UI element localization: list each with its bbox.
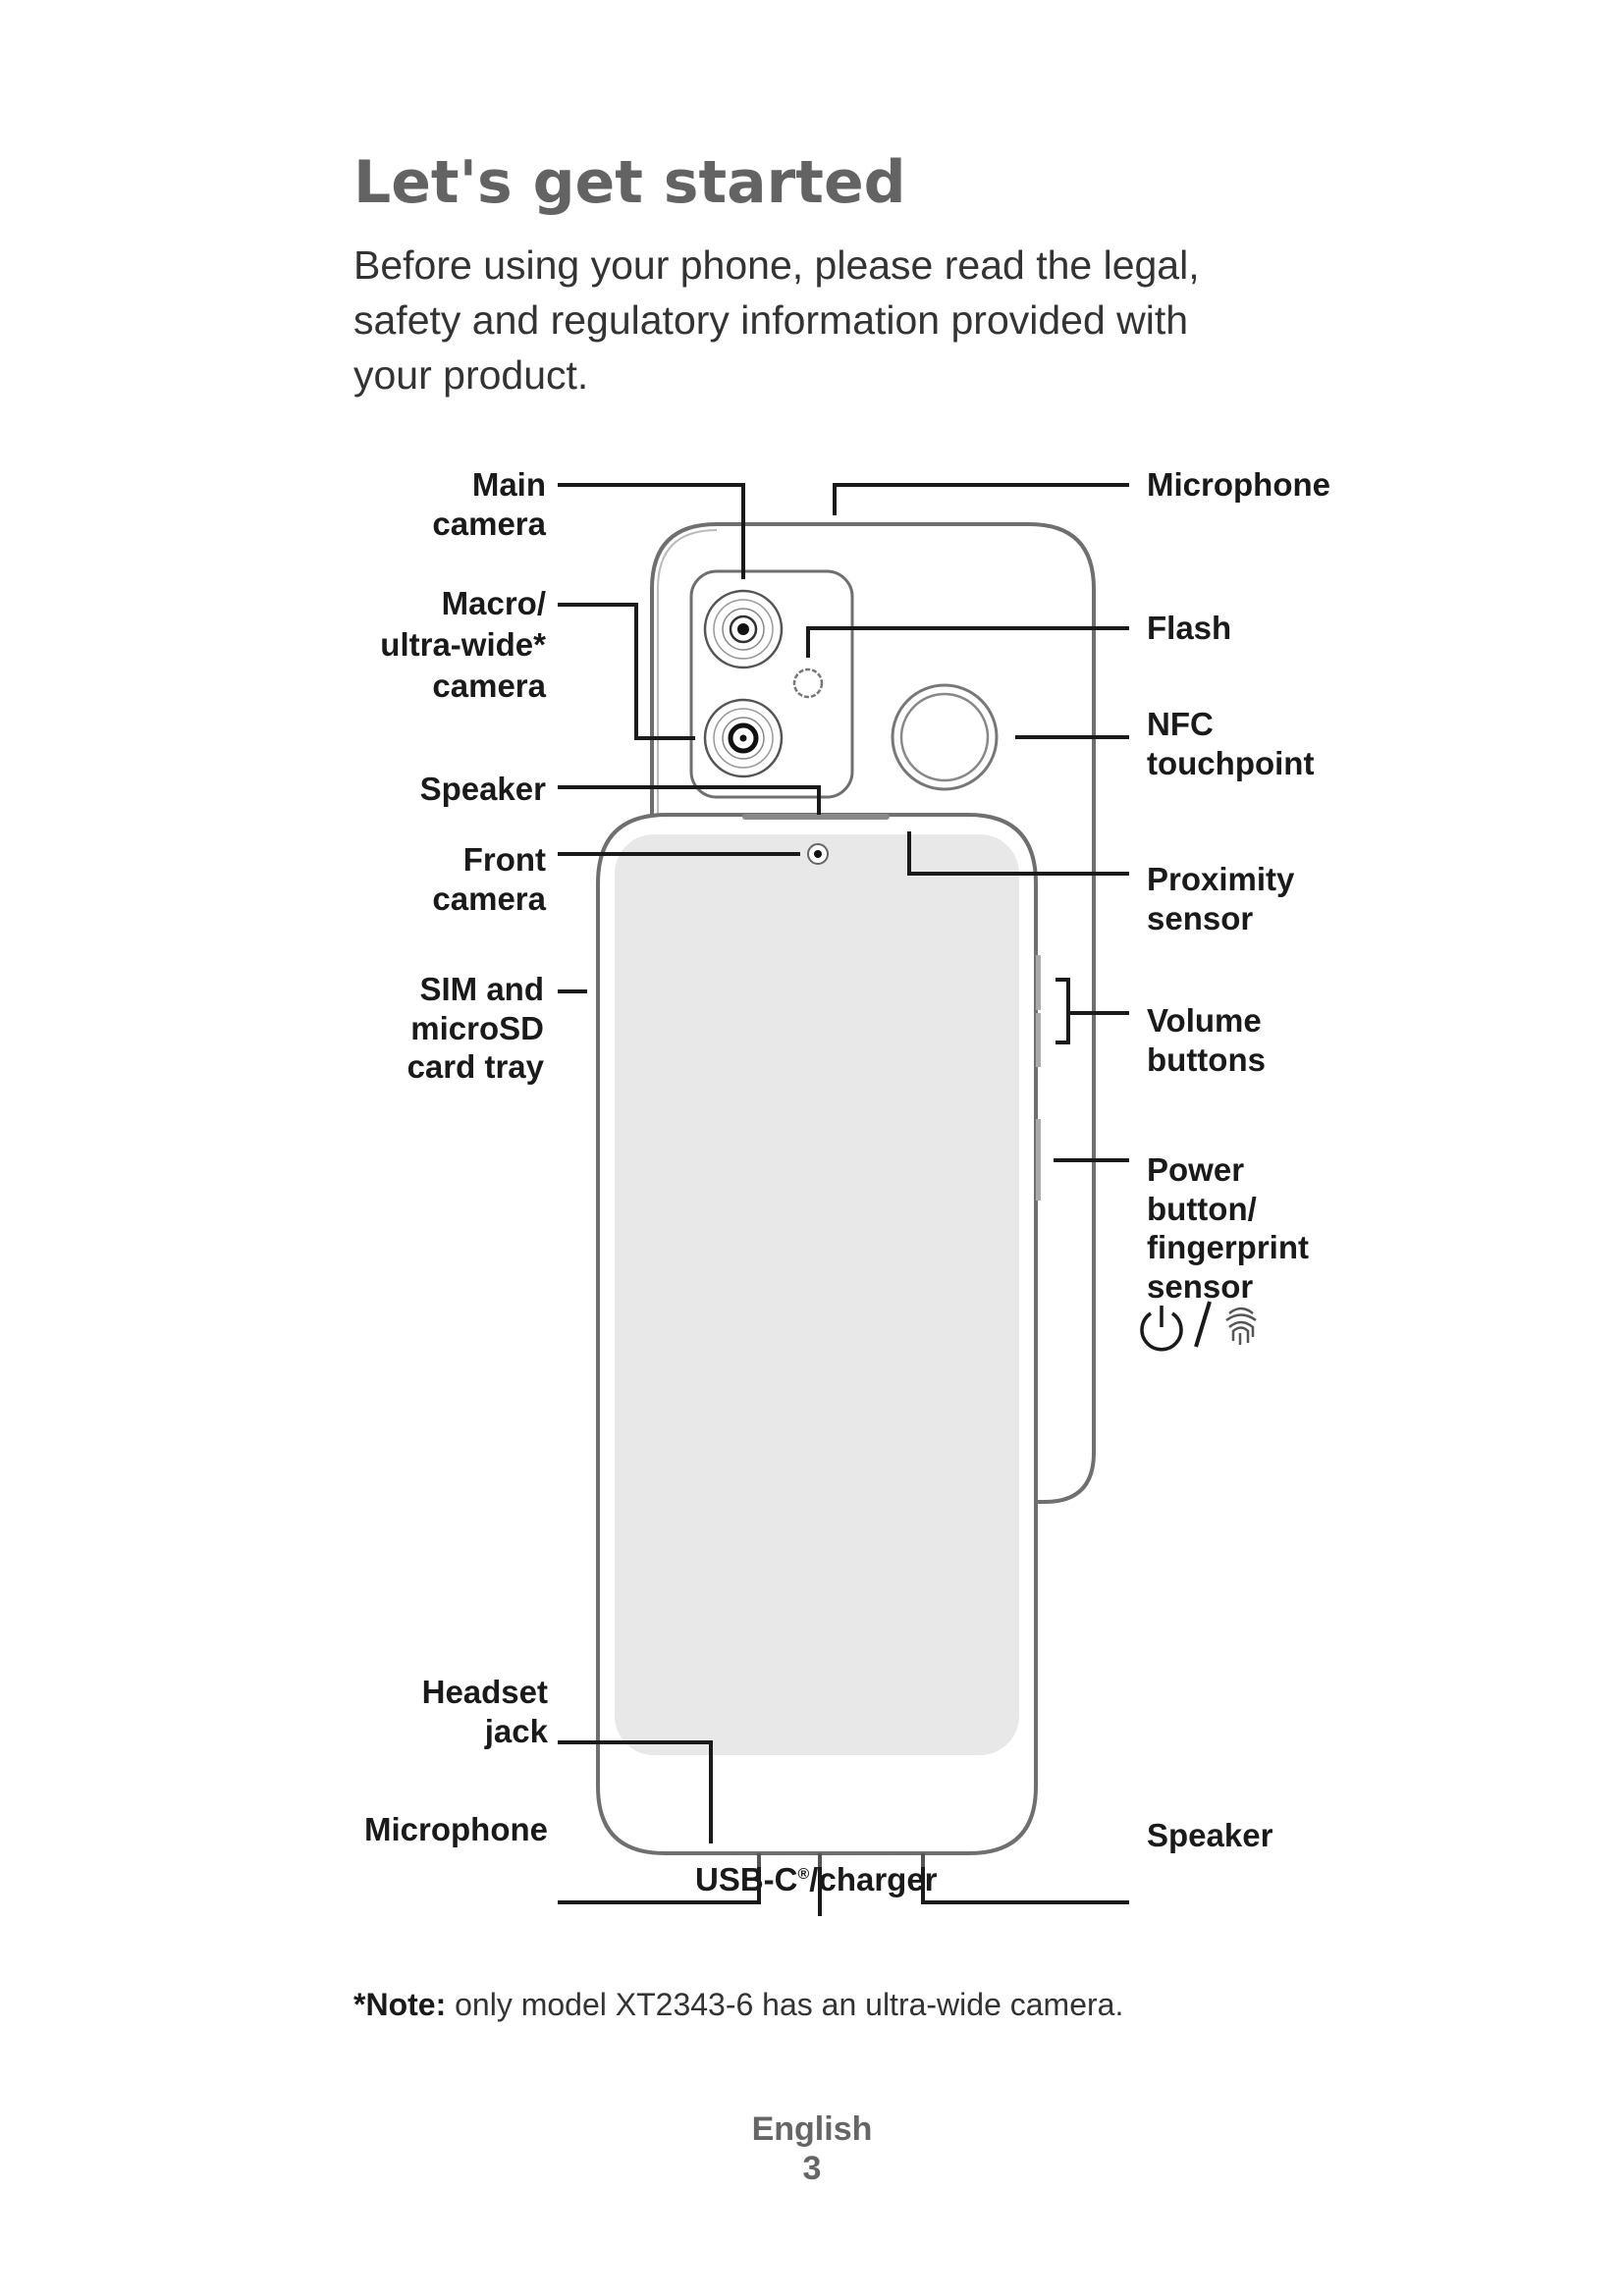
page-title: Let's get started [353, 148, 906, 217]
label-usb-charger: USB-C®/charger [695, 1861, 938, 1897]
label-proximity: Proximity sensor [1147, 861, 1295, 936]
leader-volume-bracket [1056, 978, 1070, 1044]
footer-language: English [751, 2110, 873, 2148]
leader-bottom-mic [558, 1867, 761, 1904]
leader-headset-jack [558, 1740, 713, 1843]
volume-button-up [1036, 955, 1041, 1010]
footnote: *Note: only model XT2343-6 has an ultra-… [353, 1987, 1123, 2023]
flash [792, 667, 824, 699]
label-nfc: NFC touchpoint [1147, 706, 1315, 781]
label-bottom-speaker: Speaker [1147, 1817, 1273, 1853]
intro-line: safety and regulatory information provid… [353, 297, 1189, 343]
intro-line: Before using your phone, please read the… [353, 242, 1200, 288]
volume-button-down [1036, 1013, 1041, 1067]
intro-line: your product. [353, 352, 589, 398]
label-headset-jack: Headset jack [421, 1674, 548, 1749]
main-camera-lens [703, 589, 784, 669]
intro-paragraph: Before using your phone, please read the… [353, 238, 1434, 402]
label-power: Power button/ fingerprint sensor [1147, 1151, 1309, 1305]
page-number: 3 [802, 2150, 822, 2187]
leader-macro-camera [558, 603, 695, 740]
earpiece-speaker [742, 814, 890, 820]
phone-front [596, 813, 1041, 1867]
power-icon [1140, 1306, 1183, 1352]
label-bottom-microphone: Microphone [364, 1811, 548, 1847]
leader-main-camera [558, 483, 745, 579]
leader-top-speaker [558, 785, 821, 815]
bottom-port-speaker [921, 1853, 925, 1867]
leader-flash [806, 626, 1129, 658]
nfc-touchpoint [891, 683, 999, 791]
label-top-speaker: Speaker [419, 771, 546, 807]
label-volume: Volume buttons [1147, 1002, 1266, 1078]
fingerprint-icon [1225, 1307, 1257, 1345]
note-text: only model XT2343-6 has an ultra-wide ca… [446, 1987, 1124, 2022]
note-prefix: *Note: [353, 1987, 447, 2022]
label-macro-camera: Macro/ ultra-wide* camera [380, 585, 546, 704]
front-camera-lens [807, 843, 829, 865]
power-button [1036, 1119, 1041, 1201]
leader-lines [558, 483, 1129, 1916]
label-main-camera: Main camera [432, 466, 546, 542]
screen [615, 834, 1019, 1755]
leader-bottom-speaker [921, 1867, 1129, 1904]
label-top-microphone: Microphone [1147, 466, 1330, 503]
leader-top-mic [833, 483, 1129, 515]
label-sim-tray: SIM and microSD card tray [406, 971, 544, 1085]
label-front-camera: Front camera [432, 841, 546, 917]
bottom-port-usb [818, 1853, 822, 1867]
macro-camera-lens [703, 698, 784, 778]
bottom-port-mic [757, 1853, 761, 1867]
leader-proximity [907, 831, 1129, 876]
label-flash: Flash [1147, 610, 1232, 646]
icon-separator [1194, 1301, 1212, 1348]
